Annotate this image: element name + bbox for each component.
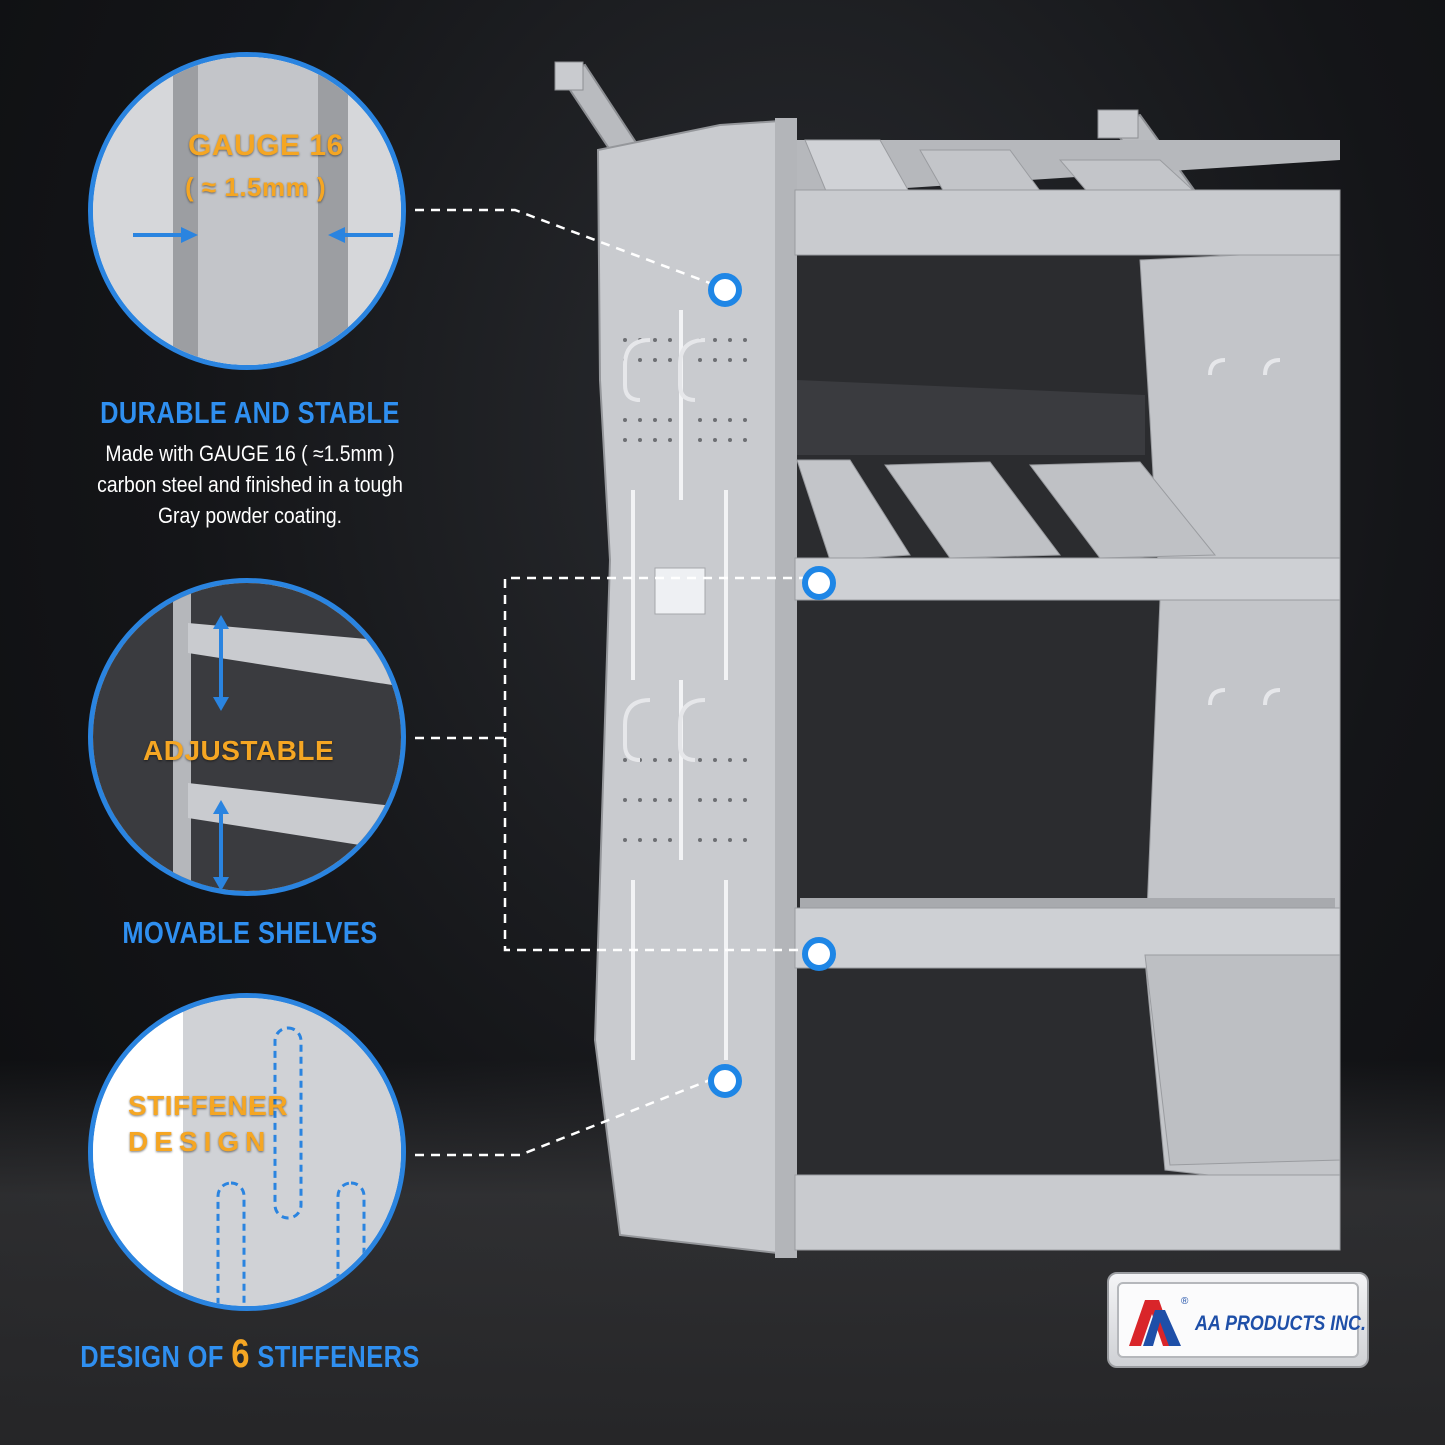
adjustable-detail-circle: ADJUSTABLE xyxy=(88,578,406,896)
movable-shelves-heading: MOVABLE SHELVES xyxy=(122,915,378,950)
bottom-rail xyxy=(794,1174,1341,1251)
callout-marker-shelf-upper xyxy=(802,566,836,600)
s-hooks xyxy=(623,338,1281,762)
stiffener-label-line-1: STIFFENER xyxy=(128,1090,289,1121)
bottom-bin xyxy=(1144,954,1341,1166)
durable-desc-line-2: carbon steel and finished in a tough xyxy=(97,472,403,497)
callout-marker-top xyxy=(708,273,742,307)
callout-marker-shelf-lower xyxy=(802,937,836,971)
brand-logo-frame: ® AA PRODUCTS INC. xyxy=(1117,1282,1366,1358)
left-side-panel xyxy=(593,118,796,1257)
stiffener-label-line-2: DESIGN xyxy=(128,1126,272,1157)
brand-logo: ® AA PRODUCTS INC. xyxy=(1107,1272,1369,1368)
upper-bin-wall xyxy=(797,380,1145,455)
brand-name: AA PRODUCTS INC. xyxy=(1195,1312,1366,1335)
top-shelf xyxy=(794,139,1341,256)
callout-connectors xyxy=(415,208,815,1157)
stiffeners-heading-prefix: DESIGN OF xyxy=(80,1339,224,1374)
gauge-subtitle: ( ≈ 1.5mm ) xyxy=(185,172,327,202)
registered-mark: ® xyxy=(1181,1296,1189,1307)
durable-description: Made with GAUGE 16 ( ≈1.5mm ) carbon ste… xyxy=(48,438,453,531)
durable-desc-line-3: Gray powder coating. xyxy=(157,503,343,528)
adjustable-label: ADJUSTABLE xyxy=(143,735,335,766)
stiffeners-count: 6 xyxy=(231,1332,250,1376)
callout-marker-stiffener xyxy=(708,1064,742,1098)
pegboard-holes xyxy=(623,338,747,842)
aa-logo-icon xyxy=(1129,1300,1181,1346)
stiffeners-heading: DESIGN OF 6 STIFFENERS xyxy=(61,1332,438,1377)
durable-heading: DURABLE AND STABLE xyxy=(100,395,400,430)
durable-desc-line-1: Made with GAUGE 16 ( ≈1.5mm ) xyxy=(105,441,395,466)
stiffener-ribs xyxy=(631,310,728,1060)
stiffener-detail-circle: STIFFENER DESIGN xyxy=(88,993,406,1311)
middle-shelf xyxy=(794,459,1341,601)
product-sticker xyxy=(654,567,706,615)
gauge-title: GAUGE 16 xyxy=(188,129,344,162)
gauge-detail-circle: GAUGE 16 ( ≈ 1.5mm ) xyxy=(88,52,406,370)
stiffeners-heading-suffix: STIFFENERS xyxy=(257,1339,420,1374)
